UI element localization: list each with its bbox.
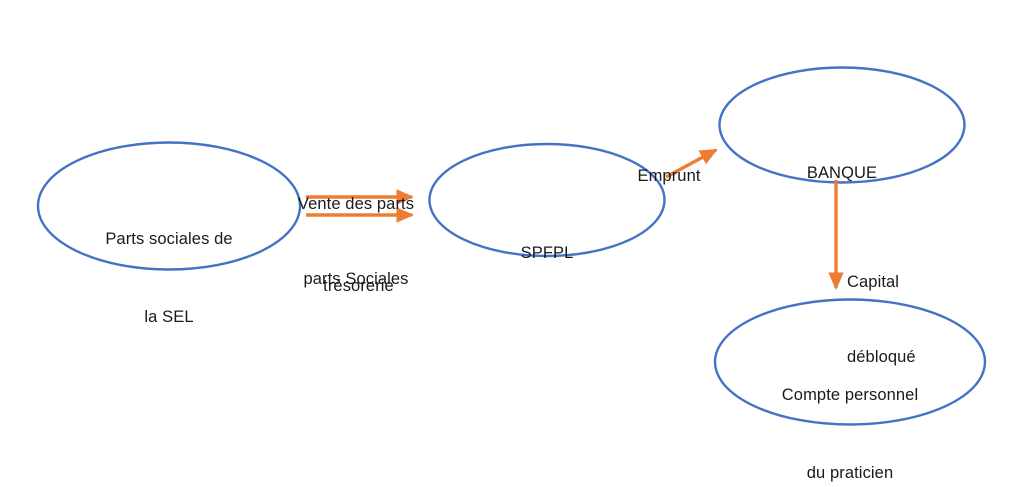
- edge-label-line-2: parts Sociales: [303, 270, 409, 288]
- edge-label-tresorerie: trésorerie: [296, 224, 421, 349]
- node-ellipse-banque[interactable]: [718, 66, 966, 184]
- emprunt-arrow[interactable]: [665, 148, 718, 179]
- edge-label-line-1: Emprunt: [637, 167, 701, 185]
- edge-label-line-1: trésorerie: [323, 277, 394, 295]
- edge-label-line-1: Vente des parts: [297, 195, 415, 213]
- edge-label-emprunt: Emprunt: [623, 114, 715, 239]
- edge-label-vente-des-parts: Vente des parts parts Sociales: [281, 142, 431, 342]
- edge-label-line-2: débloqué: [847, 348, 916, 366]
- node-ellipse-spfpl[interactable]: [428, 142, 666, 258]
- edge-label-line-1: Capital: [847, 273, 900, 291]
- node-ellipse-compte-personnel-du-praticien[interactable]: [713, 298, 987, 426]
- edge-label-capital-debloque: Capital débloqué: [847, 220, 967, 420]
- node-ellipse-parts-sociales-de-la-sel[interactable]: [36, 141, 302, 271]
